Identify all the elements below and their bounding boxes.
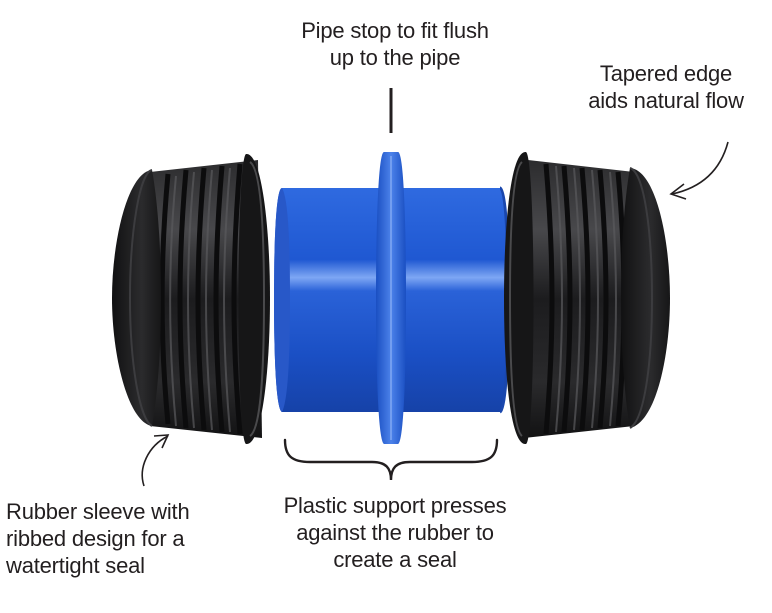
- tapered-edge-line-1: Tapered edge: [599, 61, 733, 86]
- rubber-sleeve-arrow-icon: [141, 435, 169, 487]
- plastic-support-callout: Plastic support presses against the rubb…: [245, 492, 545, 573]
- rubber-sleeve-arrowhead-icon: [153, 434, 170, 449]
- plastic-support-line-1: Plastic support presses: [283, 493, 507, 518]
- pipe-stop-callout: Pipe stop to fit flush up to the pipe: [250, 17, 540, 71]
- rubber-sleeve-line-1: Rubber sleeve with: [6, 499, 190, 524]
- rubber-sleeve-callout: Rubber sleeve with ribbed design for a w…: [6, 498, 246, 579]
- left-rubber-sleeve-icon: [112, 153, 270, 445]
- tapered-edge-line-2: aids natural flow: [588, 88, 744, 113]
- plastic-support-line-2: against the rubber to: [296, 520, 494, 545]
- plastic-support-line-3: create a seal: [333, 547, 457, 572]
- rubber-sleeve-line-2: ribbed design for a: [6, 526, 185, 551]
- pipe-stop-line-2: up to the pipe: [329, 45, 461, 70]
- pipe-stop-flange-icon: [376, 152, 406, 444]
- plastic-support-brace: [283, 438, 499, 481]
- tapered-edge-callout: Tapered edge aids natural flow: [560, 60, 772, 114]
- right-rubber-sleeve-icon: [504, 151, 670, 445]
- pipe-stop-line-1: Pipe stop to fit flush: [301, 18, 489, 43]
- rubber-sleeve-line-3: watertight seal: [6, 553, 145, 578]
- tapered-edge-arrow-icon: [671, 141, 729, 195]
- tapered-edge-arrowhead-icon: [669, 183, 687, 200]
